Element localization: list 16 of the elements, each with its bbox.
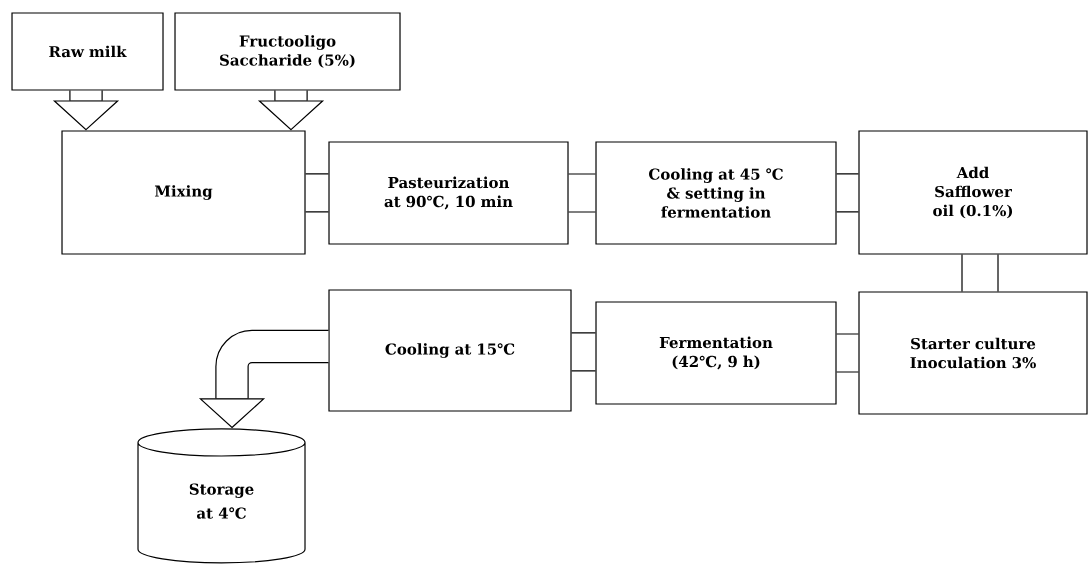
pipe-connector xyxy=(836,333,859,373)
process-box: Fermentation (42℃, 9 h) xyxy=(595,301,837,405)
pipe-connector xyxy=(961,254,999,292)
ingredient-box: Fructooligo Saccharide (5%) xyxy=(174,12,401,91)
pipe-connector xyxy=(571,332,596,372)
process-box: Pasteurization at 90℃, 10 min xyxy=(328,141,569,245)
process-box: Starter culture Inoculation 3% xyxy=(858,291,1088,415)
process-box: Cooling at 45 ℃ & setting in fermentation xyxy=(595,141,837,245)
pipe-connector xyxy=(305,173,329,213)
process-box: Cooling at 15℃ xyxy=(328,289,572,412)
storage-tank: Storage at 4℃ xyxy=(137,428,306,564)
ingredient-box: Raw milk xyxy=(11,12,164,91)
process-box: Add Safflower oil (0.1%) xyxy=(858,130,1088,255)
process-box: Mixing xyxy=(61,130,306,255)
pipe-connector xyxy=(568,173,596,213)
pipe-connector xyxy=(836,173,859,213)
